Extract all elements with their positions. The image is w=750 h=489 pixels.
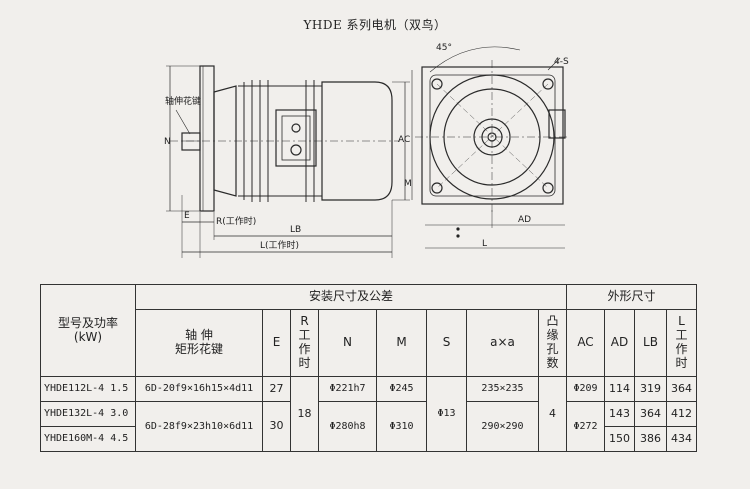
- mount-hole: [431, 78, 443, 90]
- header-model-cell: 型号及功率 (kW): [40, 284, 136, 377]
- cell-axa: 290×290: [466, 401, 539, 452]
- label-l2: L: [482, 239, 487, 249]
- header-model-unit: (kW): [73, 329, 103, 344]
- cell-m: Φ245: [376, 376, 427, 402]
- col-l-char: 时: [675, 355, 688, 370]
- group-install: 安装尺寸及公差: [134, 284, 568, 310]
- cell-holes: 4: [537, 376, 568, 452]
- col-holes-char: 凸: [546, 314, 559, 329]
- header-model: 型号及功率: [57, 315, 118, 330]
- col-l-char: 作: [675, 342, 688, 356]
- table-row: YHDE112L-4 1.5 6D-20f9×16h15×4d11 27 18 …: [40, 376, 698, 452]
- label-l: L(工作时): [260, 239, 299, 251]
- col-holes-char: 数: [546, 355, 559, 370]
- col-shaft-sub: 矩形花键: [174, 342, 223, 356]
- cell-ac: Φ209: [566, 376, 606, 402]
- cell-axa: 235×235: [466, 376, 539, 402]
- cell-ad: 150: [604, 426, 636, 452]
- col-lb: LB: [634, 309, 668, 377]
- col-n: N: [318, 309, 377, 377]
- terminal-box: [275, 109, 317, 167]
- flange-plate: [199, 65, 215, 212]
- col-l-char: 工: [675, 328, 688, 343]
- cell-n: Φ280h8: [318, 401, 377, 452]
- label-angle: 45°: [436, 43, 452, 53]
- col-ac: AC: [566, 309, 606, 377]
- col-r-char: 工: [298, 328, 311, 343]
- cell-shaft: 6D-20f9×16h15×4d11: [135, 376, 263, 402]
- cell-l: 412: [666, 401, 698, 427]
- col-s: S: [426, 309, 467, 377]
- cell-s: Φ13: [426, 376, 467, 452]
- cell-lb: 319: [634, 376, 668, 402]
- group-outline: 外形尺寸: [566, 284, 698, 310]
- label-keyway: 轴伸花键: [165, 95, 201, 107]
- col-shaft-label: 轴 伸: [185, 328, 213, 343]
- label-ad: AD: [518, 215, 531, 225]
- motor-drawing: 轴伸花键 N E R(工作时) LB L(工作时) AC M 45° 4-S A…: [164, 43, 570, 258]
- cell-l: 364: [666, 376, 698, 402]
- table-row: YHDE160M-4 4.5 150 386 434: [40, 426, 698, 452]
- col-m: M: [376, 309, 427, 377]
- col-shaft: 轴 伸 矩形花键: [135, 309, 263, 377]
- cell-e: 30: [262, 401, 291, 452]
- col-axa: a×a: [466, 309, 539, 377]
- cell-n: Φ221h7: [318, 376, 377, 402]
- label-holes: 4-S: [554, 57, 569, 67]
- label-e: E: [184, 211, 190, 221]
- col-r-char: R: [300, 314, 309, 329]
- col-e: E: [262, 309, 291, 377]
- col-r-char: 时: [298, 355, 311, 370]
- label-m: M: [404, 179, 412, 189]
- col-holes-char: 缘: [546, 328, 559, 343]
- label-ac: AC: [398, 135, 410, 145]
- cell-lb: 386: [634, 426, 668, 452]
- label-lb: LB: [290, 225, 301, 235]
- motor-body: [321, 81, 393, 201]
- label-r: R(工作时): [216, 215, 256, 227]
- label-n: N: [164, 137, 171, 147]
- cell-r: 18: [290, 376, 319, 452]
- col-ad: AD: [604, 309, 636, 377]
- col-r-char: 作: [298, 342, 311, 356]
- cell-shaft: 6D-28f9×23h10×6d11: [135, 401, 263, 452]
- table-row: YHDE132L-4 3.0 6D-28f9×23h10×6d11 30 Φ28…: [40, 401, 698, 452]
- col-r: R 工 作 时: [290, 309, 319, 377]
- col-l-char: L: [678, 314, 685, 329]
- cell-e: 27: [262, 376, 291, 402]
- flange-front: [421, 66, 564, 205]
- col-l: L 工 作 时: [666, 309, 698, 377]
- cell-ad: 143: [604, 401, 636, 427]
- cell-model: YHDE160M-4 4.5: [40, 426, 136, 452]
- col-holes: 凸 缘 孔 数: [537, 309, 568, 377]
- cell-model: YHDE132L-4 3.0: [40, 401, 136, 427]
- cell-model: YHDE112L-4 1.5: [40, 376, 136, 402]
- cell-ac: Φ272: [566, 401, 606, 452]
- cell-lb: 364: [634, 401, 668, 427]
- cell-l: 434: [666, 426, 698, 452]
- spec-table: 型号及功率 (kW) 安装尺寸及公差 外形尺寸 轴 伸 矩形花键 E R 工 作…: [40, 284, 698, 452]
- cell-m: Φ310: [376, 401, 427, 452]
- page-title: YHDE 系列电机（双鸟）: [303, 18, 447, 32]
- cell-ad: 114: [604, 376, 636, 402]
- shaft: [181, 132, 201, 151]
- col-holes-char: 孔: [546, 342, 559, 356]
